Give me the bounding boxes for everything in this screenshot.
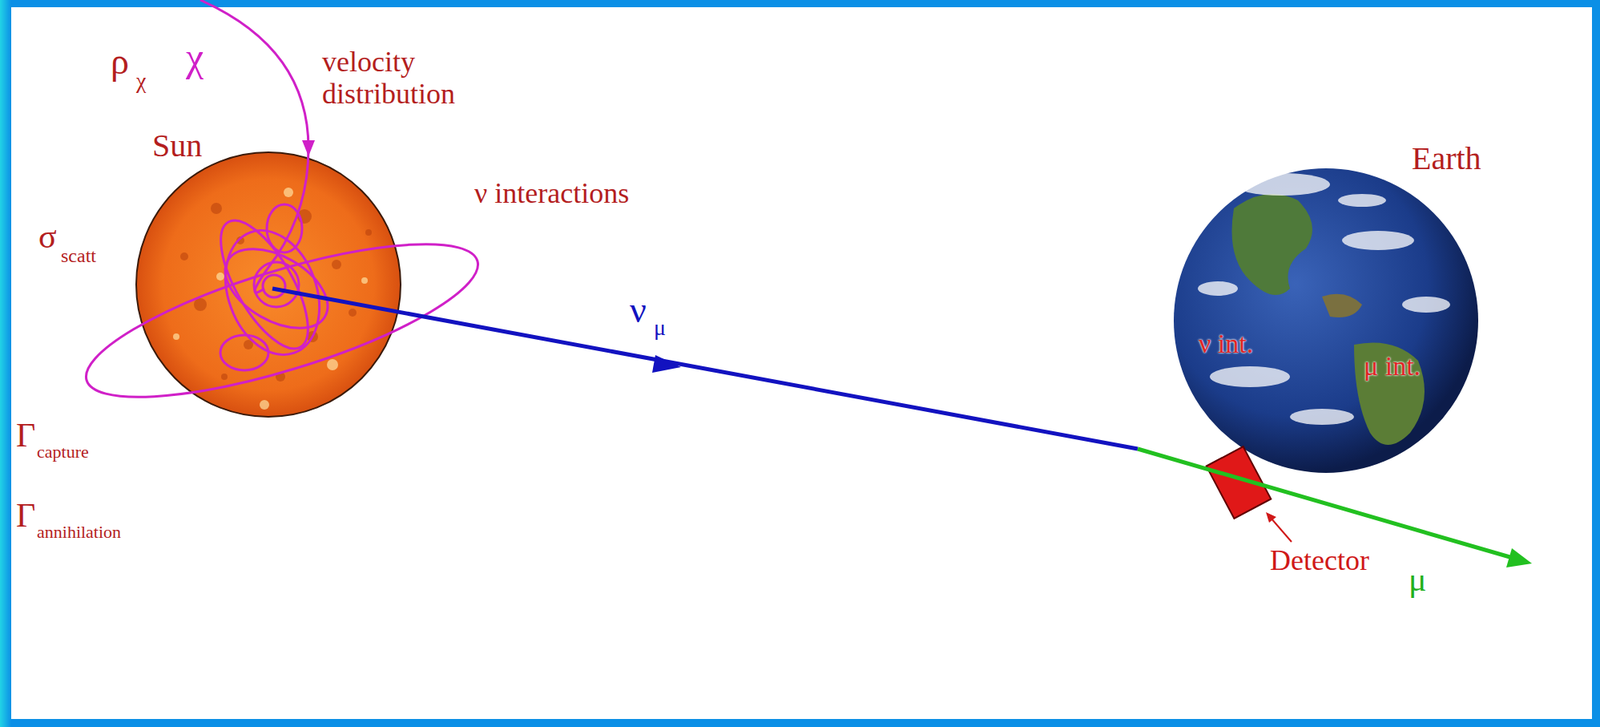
symbol: Γ bbox=[16, 416, 36, 454]
muon-track bbox=[1137, 448, 1513, 558]
annotation: velocity distribution bbox=[322, 46, 515, 110]
leader-arrowhead bbox=[1265, 511, 1277, 523]
subscript: χ bbox=[136, 68, 146, 94]
symbol: μ bbox=[1408, 560, 1427, 598]
annotation: μ int. bbox=[1363, 350, 1421, 381]
wimp-orbit bbox=[72, 0, 492, 428]
muon-arrowhead bbox=[1506, 548, 1532, 568]
detector-box bbox=[1206, 446, 1272, 519]
subscript: annihilation bbox=[36, 522, 121, 542]
subscript: scatt bbox=[60, 245, 97, 266]
body-name: Sun bbox=[152, 128, 202, 164]
symbol: σ bbox=[38, 217, 57, 255]
subscript: capture bbox=[36, 442, 89, 462]
body-name: Earth bbox=[1411, 141, 1482, 177]
symbol: ν bbox=[629, 290, 647, 331]
annotation: ν int. bbox=[1198, 328, 1254, 359]
annotation: Detector bbox=[1269, 544, 1370, 577]
symbol: χ bbox=[185, 35, 204, 80]
earth-globe bbox=[1173, 168, 1479, 473]
annotation: ν interactions bbox=[474, 177, 629, 210]
leader-line bbox=[1270, 517, 1292, 542]
subscript: μ bbox=[653, 315, 666, 341]
beam-arrowhead bbox=[652, 354, 682, 373]
orbit-arrowhead bbox=[302, 140, 315, 157]
neutrino-beam bbox=[272, 288, 1138, 449]
symbol: ρ bbox=[110, 41, 129, 83]
symbol: Γ bbox=[16, 496, 36, 534]
